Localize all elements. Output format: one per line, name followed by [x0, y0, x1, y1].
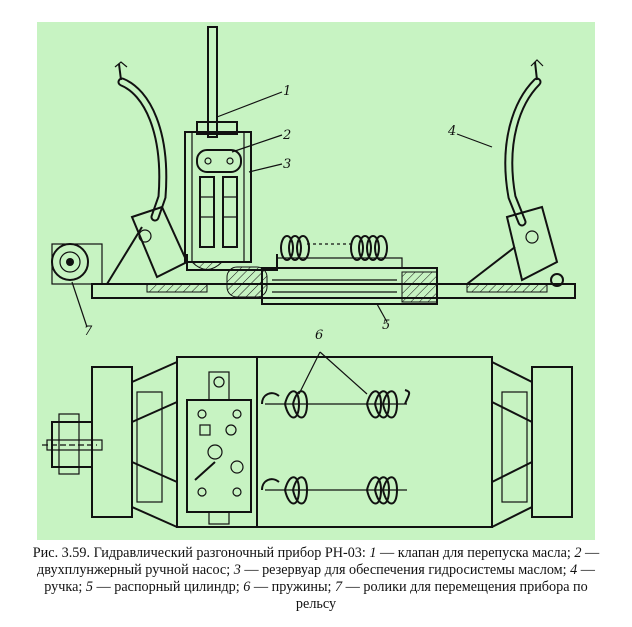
right-lever-bracket	[505, 205, 559, 282]
caption-num-7: 7	[335, 579, 343, 595]
caption-text-5: — распорный цилиндр;	[92, 579, 244, 595]
right-frame	[531, 366, 573, 518]
figure-panel: 1 2 3 4 5 6 7	[37, 22, 595, 540]
caption-text-1: — клапан для перепуска масла;	[376, 545, 575, 561]
callout-7: 7	[84, 324, 93, 339]
callout-3: 3	[283, 157, 292, 172]
plan-view	[42, 351, 573, 528]
figure-caption: Рис. 3.59. Гидравлический разгоночный пр…	[30, 545, 602, 613]
pump-block	[186, 399, 252, 513]
plunger-left	[199, 176, 215, 248]
caption-text-3: — резервуар для обеспечения гидросистемы…	[240, 562, 571, 578]
springs-side	[276, 235, 403, 269]
callout-2: 2	[283, 128, 292, 143]
callout-4: 4	[448, 124, 457, 139]
caption-num-6: 6	[243, 579, 251, 595]
caption-text-6: — пружины;	[250, 579, 336, 595]
caption-num-5: 5	[85, 579, 93, 595]
callout-6: 6	[315, 328, 324, 343]
caption-num-1: 1	[369, 545, 377, 561]
caption-num-3: 3	[233, 562, 241, 578]
left-frame	[91, 366, 133, 518]
side-view	[51, 26, 576, 328]
left-lever-bracket	[130, 205, 189, 279]
callout-5: 5	[382, 318, 391, 333]
caption-num-4: 4	[570, 562, 578, 578]
caption-text-2: — двухплунжерный ручной насос;	[37, 545, 600, 578]
callout-1: 1	[283, 84, 292, 99]
caption-text-4: — ручка;	[44, 562, 595, 595]
pump-head	[196, 149, 242, 173]
valve-rod	[207, 26, 218, 138]
plunger-right	[222, 176, 238, 248]
technical-drawing	[42, 26, 576, 528]
springs-plan	[261, 389, 411, 505]
base-plate	[91, 283, 576, 299]
reservoir	[184, 131, 252, 263]
caption-label: Рис. 3.59. Гидравлический разгоночный пр…	[32, 545, 370, 561]
caption-num-2: 2	[574, 545, 582, 561]
caption-text-7: — ролики для перемещения прибора по рель…	[295, 579, 588, 612]
